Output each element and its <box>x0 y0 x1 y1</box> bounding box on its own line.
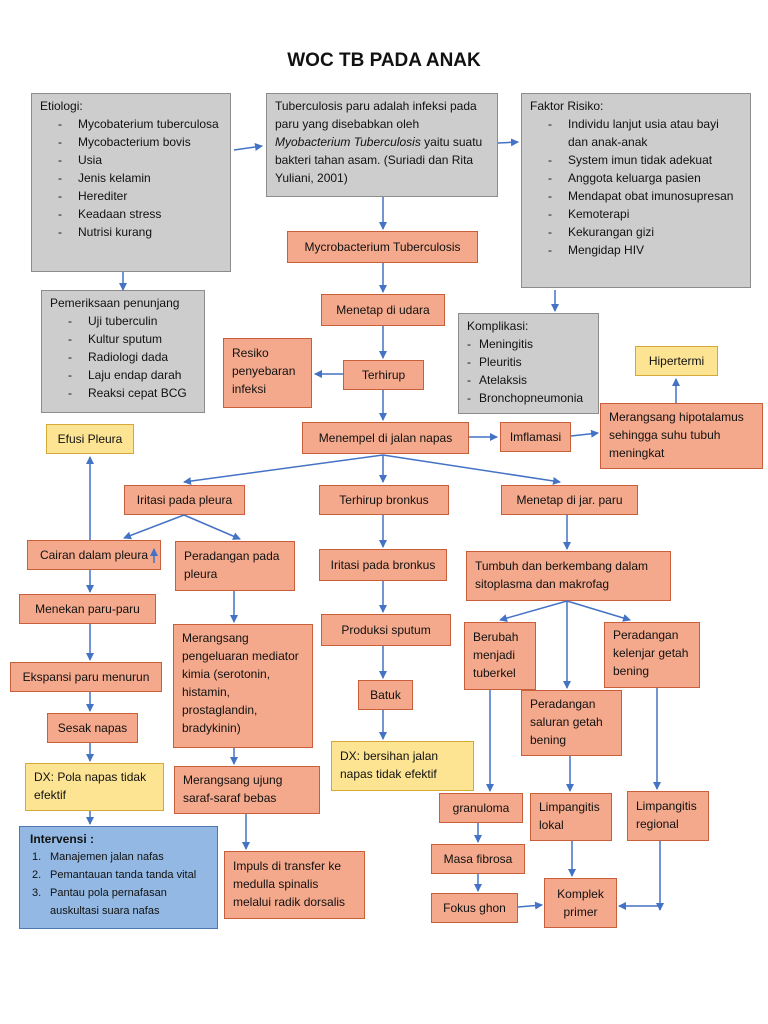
node-ghon: Fokus ghon <box>431 893 518 923</box>
node-dx-jalan-napas: DX: bersihan jalan napas tidak efektif <box>331 741 474 791</box>
node-cairan: Cairan dalam pleura <box>27 540 161 570</box>
komplikasi-list: Meningitis Pleuritis Atelaksis Bronchopn… <box>467 335 590 407</box>
node-peradangan-pleura: Peradangan pada pleura <box>175 541 295 591</box>
node-tumbuh: Tumbuh dan berkembang dalam sitoplasma d… <box>466 551 671 601</box>
list-item: Uji tuberculin <box>60 312 196 330</box>
node-terhirup-bronkus: Terhirup bronkus <box>319 485 449 515</box>
node-hipotalamus: Merangsang hipotalamus sehingga suhu tub… <box>600 403 763 469</box>
list-item: Individu lanjut usia atau bayi dan anak-… <box>540 115 742 151</box>
etiologi-box: Etiologi: Mycobaterium tuberculosa Mycob… <box>31 93 231 272</box>
page-title: WOC TB PADA ANAK <box>287 50 481 71</box>
definition-text-end: yaitu suatu bakteri tahan asam. (Suriadi… <box>275 135 483 185</box>
node-kelenjar: Peradangan kelenjar getah bening <box>604 622 700 688</box>
intervensi-box: Intervensi : Manajemen jalan nafas Peman… <box>19 826 218 929</box>
list-item: Mengidap HIV <box>540 241 742 259</box>
list-item: Herediter <box>50 187 222 205</box>
node-mediator: Merangsang pengeluaran mediator kimia (s… <box>173 624 313 748</box>
list-item: Pemantauan tanda tanda vital <box>32 866 197 884</box>
list-item: Anggota keluarga pasien <box>540 169 742 187</box>
arrow <box>183 514 241 540</box>
node-mycobacterium: Mycrobacterium Tuberculosis <box>287 231 478 263</box>
node-menekan: Menekan paru-paru <box>19 594 156 624</box>
node-berubah: Berubah menjadi tuberkel <box>464 622 536 690</box>
komplikasi-heading: Komplikasi: <box>467 319 529 333</box>
faktor-risiko-list: Individu lanjut usia atau bayi dan anak-… <box>530 115 742 259</box>
list-item: Radiologi dada <box>60 348 196 366</box>
arrow <box>566 600 631 622</box>
node-batuk: Batuk <box>358 680 413 710</box>
node-imflamasi: Imflamasi <box>500 422 571 452</box>
node-produksi: Produksi sputum <box>321 614 451 646</box>
list-item: Keadaan stress <box>50 205 222 223</box>
node-hipertermi: Hipertermi <box>635 346 718 376</box>
list-item: Laju endap darah <box>60 366 196 384</box>
arrow <box>183 454 384 486</box>
list-item: Manajemen jalan nafas <box>32 848 164 866</box>
node-iritasi-pleura: Iritasi pada pleura <box>124 485 245 515</box>
list-item: Reaksi cepat BCG <box>60 384 196 402</box>
list-item: Nutrisi kurang <box>50 223 222 241</box>
node-komplek: Komplek primer <box>544 878 617 928</box>
pemeriksaan-box: Pemeriksaan penunjang Uji tuberculin Kul… <box>41 290 205 413</box>
node-fibrosa: Masa fibrosa <box>431 844 525 874</box>
node-iritasi-bronkus: Iritasi pada bronkus <box>319 549 447 581</box>
list-item: Pantau pola pernafasan auskultasi suara … <box>32 884 167 917</box>
node-ekspansi: Ekspansi paru menurun <box>10 662 162 692</box>
node-efusi: Efusi Pleura <box>46 424 134 454</box>
arrow <box>570 429 599 438</box>
node-granuloma: granuloma <box>439 793 523 823</box>
etiologi-list: Mycobaterium tuberculosa Mycobacterium b… <box>40 115 222 241</box>
arrow <box>517 901 543 910</box>
node-impuls: Impuls di transfer ke medulla spinalis m… <box>224 851 365 919</box>
intervensi-list: Manajemen jalan nafas Pemantauan tanda t… <box>24 848 213 920</box>
arrow <box>123 514 185 540</box>
list-item: Meningitis <box>467 335 590 353</box>
node-regional: Limpangitis regional <box>627 791 709 841</box>
node-sesak: Sesak napas <box>47 713 138 743</box>
node-menetap-udara: Menetap di udara <box>321 294 445 326</box>
node-menetap-paru: Menetap di jar. paru <box>501 485 638 515</box>
arrow <box>497 138 519 147</box>
list-item: Mendapat obat imunosupresan <box>540 187 742 205</box>
node-terhirup: Terhirup <box>343 360 424 390</box>
arrow <box>499 600 568 622</box>
list-item: Usia <box>50 151 222 169</box>
definition-italic: Myobacterium Tuberculosis <box>275 135 421 149</box>
list-item: Kekurangan gizi <box>540 223 742 241</box>
etiologi-heading: Etiologi: <box>40 99 83 113</box>
node-dx-pola-napas: DX: Pola napas tidak efektif <box>25 763 164 811</box>
definition-text: Tuberculosis paru adalah infeksi pada pa… <box>275 99 477 131</box>
node-lokal: Limpangitis lokal <box>530 793 612 841</box>
list-item: Atelaksis <box>467 371 590 389</box>
list-item: Bronchopneumonia <box>467 389 590 407</box>
node-resiko: Resiko penyebaran infeksi <box>223 338 312 408</box>
list-item: Pleuritis <box>467 353 590 371</box>
list-item: Mycobaterium tuberculosa <box>50 115 222 133</box>
list-item: Kultur sputum <box>60 330 196 348</box>
komplikasi-box: Komplikasi: Meningitis Pleuritis Atelaks… <box>458 313 599 414</box>
arrow <box>233 143 263 151</box>
list-item: Kemoterapi <box>540 205 742 223</box>
node-saluran: Peradangan saluran getah bening <box>521 690 622 756</box>
list-item: Mycobacterium bovis <box>50 133 222 151</box>
pemeriksaan-list: Uji tuberculin Kultur sputum Radiologi d… <box>50 312 196 402</box>
node-saraf: Merangsang ujung saraf-saraf bebas <box>174 766 320 814</box>
definition-box: Tuberculosis paru adalah infeksi pada pa… <box>266 93 498 197</box>
intervensi-heading: Intervensi : <box>30 832 95 846</box>
node-menempel: Menempel di jalan napas <box>302 422 469 454</box>
arrow <box>382 454 561 485</box>
pemeriksaan-heading: Pemeriksaan penunjang <box>50 296 180 310</box>
faktor-risiko-heading: Faktor Risiko: <box>530 99 604 113</box>
list-item: Jenis kelamin <box>50 169 222 187</box>
list-item: System imun tidak adekuat <box>540 151 742 169</box>
faktor-risiko-box: Faktor Risiko: Individu lanjut usia atau… <box>521 93 751 288</box>
